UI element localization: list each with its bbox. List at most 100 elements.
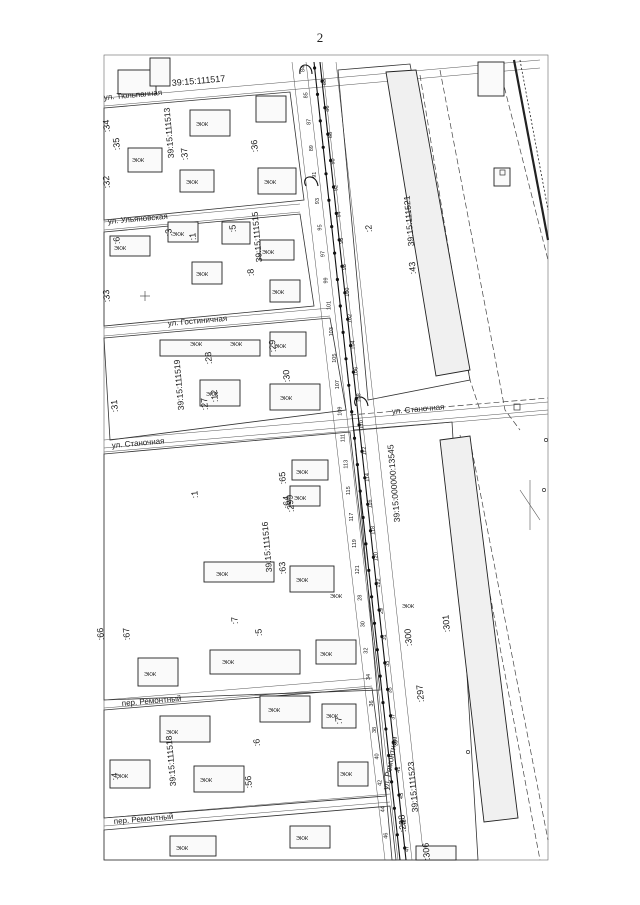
pipe-point-label: 43 bbox=[399, 793, 405, 799]
quarter-label-000000: 39:15:000000:13545 bbox=[385, 444, 402, 523]
pipe-point-label: 111 bbox=[341, 434, 347, 442]
building-tag: ЭКЖ bbox=[190, 342, 202, 348]
pipe-point-label: 109 bbox=[338, 407, 344, 416]
pipe-point-label: 29 bbox=[379, 608, 385, 614]
parcel-label: :306 bbox=[421, 842, 432, 860]
pipe-point-label: 47 bbox=[405, 846, 411, 852]
pipe-point-label: 105 bbox=[332, 354, 338, 363]
pipe-point-label: 93 bbox=[315, 198, 321, 204]
building-tag: ЭКЖ bbox=[262, 250, 274, 256]
pipe-node bbox=[351, 370, 355, 374]
pipe-node bbox=[334, 211, 338, 215]
building-tag: ЭКЖ bbox=[132, 158, 144, 164]
pipe-point-label: 100 bbox=[345, 288, 351, 297]
building-tag: ЭКЖ bbox=[166, 730, 178, 736]
building-tag: ЭКЖ bbox=[294, 496, 306, 502]
main-street-corridor bbox=[291, 61, 425, 861]
pipe-point-label: 35 bbox=[388, 687, 394, 693]
pipe-point-label: 28 bbox=[358, 595, 364, 601]
pipe-node bbox=[400, 820, 404, 824]
pipe-node bbox=[397, 793, 401, 797]
building-tag: ЭКЖ bbox=[264, 180, 276, 186]
parcel-label: :3 bbox=[163, 228, 174, 236]
parcel-label: :28 bbox=[203, 351, 214, 364]
quarter-label-111518: 39:15:111518 bbox=[164, 735, 178, 787]
pipe-node bbox=[330, 225, 334, 229]
parcel-label: :33 bbox=[101, 289, 112, 302]
pipe-node bbox=[315, 92, 320, 96]
building-tag: ЭКЖ bbox=[186, 180, 198, 186]
pipe-node bbox=[364, 542, 368, 546]
buildings bbox=[109, 57, 369, 857]
pipe-point-label: 42 bbox=[378, 780, 384, 786]
pipe-node bbox=[391, 740, 395, 744]
pipe-node bbox=[390, 780, 394, 784]
pipe-point-label: 40 bbox=[375, 753, 381, 759]
pipe-node bbox=[361, 515, 365, 520]
building-tag: ЭКЖ bbox=[320, 652, 332, 658]
pipe-point-label: 101 bbox=[326, 301, 332, 310]
building-tag: ЭКЖ bbox=[176, 846, 188, 852]
quarter-labels: 39:15:111517 39:15:111513 39:15:111515 3… bbox=[162, 73, 420, 812]
pipe-node bbox=[384, 727, 388, 731]
pipe-point-label: 106 bbox=[353, 367, 359, 376]
map-symbols bbox=[140, 169, 548, 754]
parcel-label: :5 bbox=[253, 628, 264, 636]
pipe-point-label: 95 bbox=[318, 224, 324, 230]
pipe-node bbox=[349, 344, 353, 348]
pipe-point-label: 115 bbox=[346, 486, 352, 495]
building-tag: ЭКЖ bbox=[222, 660, 234, 666]
pipe-point-label: 108 bbox=[356, 393, 362, 402]
quarter-label-111519: 39:15:111519 bbox=[172, 359, 186, 411]
building-tag: ЭКЖ bbox=[144, 672, 156, 678]
building-tag: ЭКЖ bbox=[326, 714, 338, 720]
pipe-node bbox=[333, 251, 337, 255]
building-tags: ЭКЖ ЭКЖ ЭКЖ ЭКЖ ЭКЖ ЭКЖ ЭКЖ ЭКЖ ЭКЖ ЭКЖ ЭКЖ ЭКЖ ЭКЖ Э… bbox=[114, 122, 414, 852]
pipe-node bbox=[357, 423, 361, 427]
pipe-node bbox=[363, 476, 367, 480]
pipe-node bbox=[344, 357, 348, 361]
pipe-point-label: 96 bbox=[339, 238, 345, 244]
pipe-node bbox=[388, 714, 393, 718]
pipe-point-label: 120 bbox=[373, 552, 379, 561]
parcel-label: :43 bbox=[407, 261, 418, 274]
building-tag: ЭКЖ bbox=[196, 272, 208, 278]
building-tag: ЭКЖ bbox=[402, 604, 414, 610]
pipe-point-label: 88 bbox=[328, 132, 334, 138]
pipe-node bbox=[335, 277, 339, 282]
pipe-node bbox=[392, 806, 396, 810]
quarter-label-111521: 39:15:111521 bbox=[402, 195, 416, 247]
pipe-point-label: 32 bbox=[363, 648, 369, 654]
pipe-point-label: 33 bbox=[385, 661, 391, 667]
block-outlines bbox=[103, 63, 479, 861]
street-label-per-remontny-2: пер. Ремонтный bbox=[113, 812, 173, 826]
pipe-node bbox=[374, 582, 378, 586]
pipe-point-label: 117 bbox=[349, 513, 355, 522]
page-number: 2 bbox=[316, 30, 324, 45]
pipe-node bbox=[338, 304, 342, 308]
parcel-label: :2 bbox=[363, 224, 374, 232]
parcel-label: :12 bbox=[209, 389, 220, 402]
pipe-point-label: 104 bbox=[351, 340, 357, 349]
pipe-node bbox=[358, 489, 362, 493]
pipe-node bbox=[381, 701, 385, 705]
parcel-label: :6 bbox=[251, 738, 262, 746]
pipe-point-label: 103 bbox=[329, 327, 335, 336]
pipe-point-label: 107 bbox=[335, 380, 341, 389]
pipe-node bbox=[341, 330, 345, 334]
parcel-label: :298 bbox=[397, 814, 408, 832]
building-tag: ЭКЖ bbox=[330, 594, 342, 600]
cross-streets bbox=[103, 59, 549, 827]
parcel-label: :64 bbox=[281, 495, 292, 508]
pipe-node bbox=[375, 648, 379, 652]
building-tag: ЭКЖ bbox=[272, 290, 284, 296]
building-tag: ЭКЖ bbox=[268, 708, 280, 714]
pipe-point-label: 98 bbox=[342, 264, 348, 270]
pipe-node bbox=[318, 119, 322, 123]
street-label-ulyanovskaya: ул. Ульяновская bbox=[107, 212, 168, 226]
building-tag: ЭКЖ bbox=[280, 396, 292, 402]
parcel-label: :301 bbox=[441, 614, 452, 632]
pipe-point-label: 84 bbox=[301, 66, 307, 72]
